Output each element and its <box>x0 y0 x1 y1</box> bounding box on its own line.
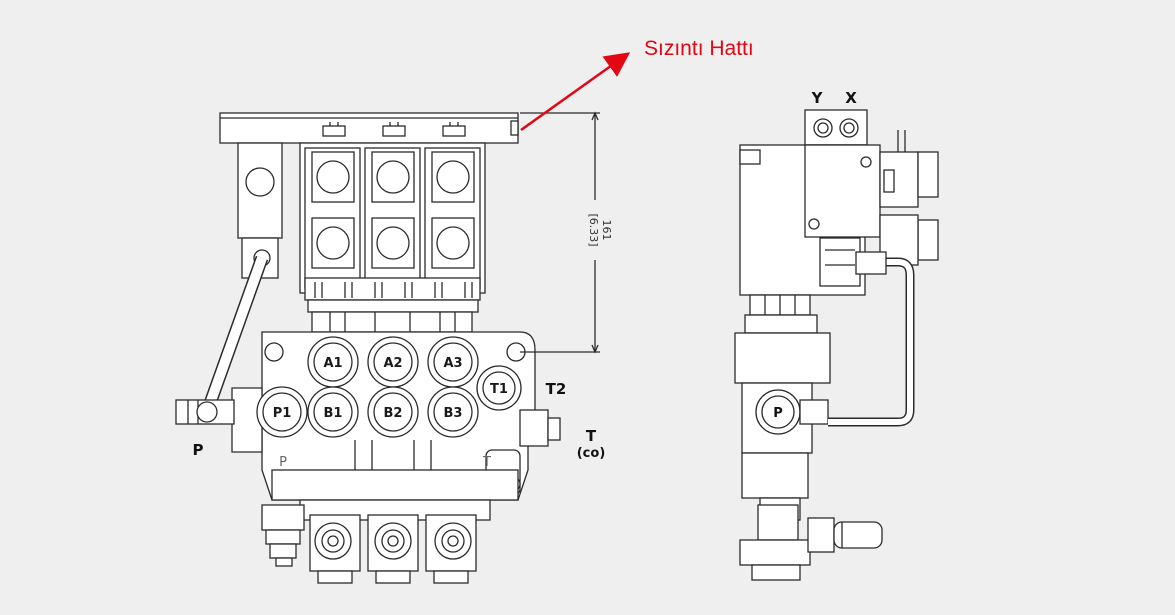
side-x-label: X <box>845 89 857 107</box>
coil-stems <box>307 299 479 333</box>
port-a3-label: A3 <box>443 356 462 371</box>
external-co-label: (co) <box>577 446 606 461</box>
solenoid-coils <box>299 142 486 301</box>
port-b2-label: B2 <box>384 406 403 421</box>
side-y-label: Y <box>811 89 824 107</box>
body-t-mark: T <box>482 455 491 470</box>
port-a1-label: A1 <box>323 356 342 371</box>
dimension-mm-label: 161 <box>600 220 613 241</box>
external-t-label: T <box>586 427 597 445</box>
spool-section <box>261 440 519 584</box>
front-view <box>175 112 561 584</box>
port-b1-label: B1 <box>324 406 343 421</box>
leak-line-callout: Sızıntı Hattı <box>644 37 754 60</box>
port-rings <box>256 336 526 492</box>
dimension-inch-label: [6.33] <box>587 213 600 246</box>
port-b3-label: B3 <box>444 406 463 421</box>
port-a2-label: A2 <box>383 356 402 371</box>
external-p-label: P <box>193 441 204 459</box>
body-p-mark: P <box>279 455 287 470</box>
side-view <box>734 109 939 581</box>
external-t2-label: T2 <box>546 380 567 398</box>
height-dimension <box>520 111 600 354</box>
side-p-label: P <box>773 406 783 421</box>
port-t1-label: T1 <box>490 382 508 397</box>
leak-line-arrow <box>520 52 631 132</box>
port-p1-label: P1 <box>273 406 292 421</box>
coil-connectors <box>322 122 466 137</box>
